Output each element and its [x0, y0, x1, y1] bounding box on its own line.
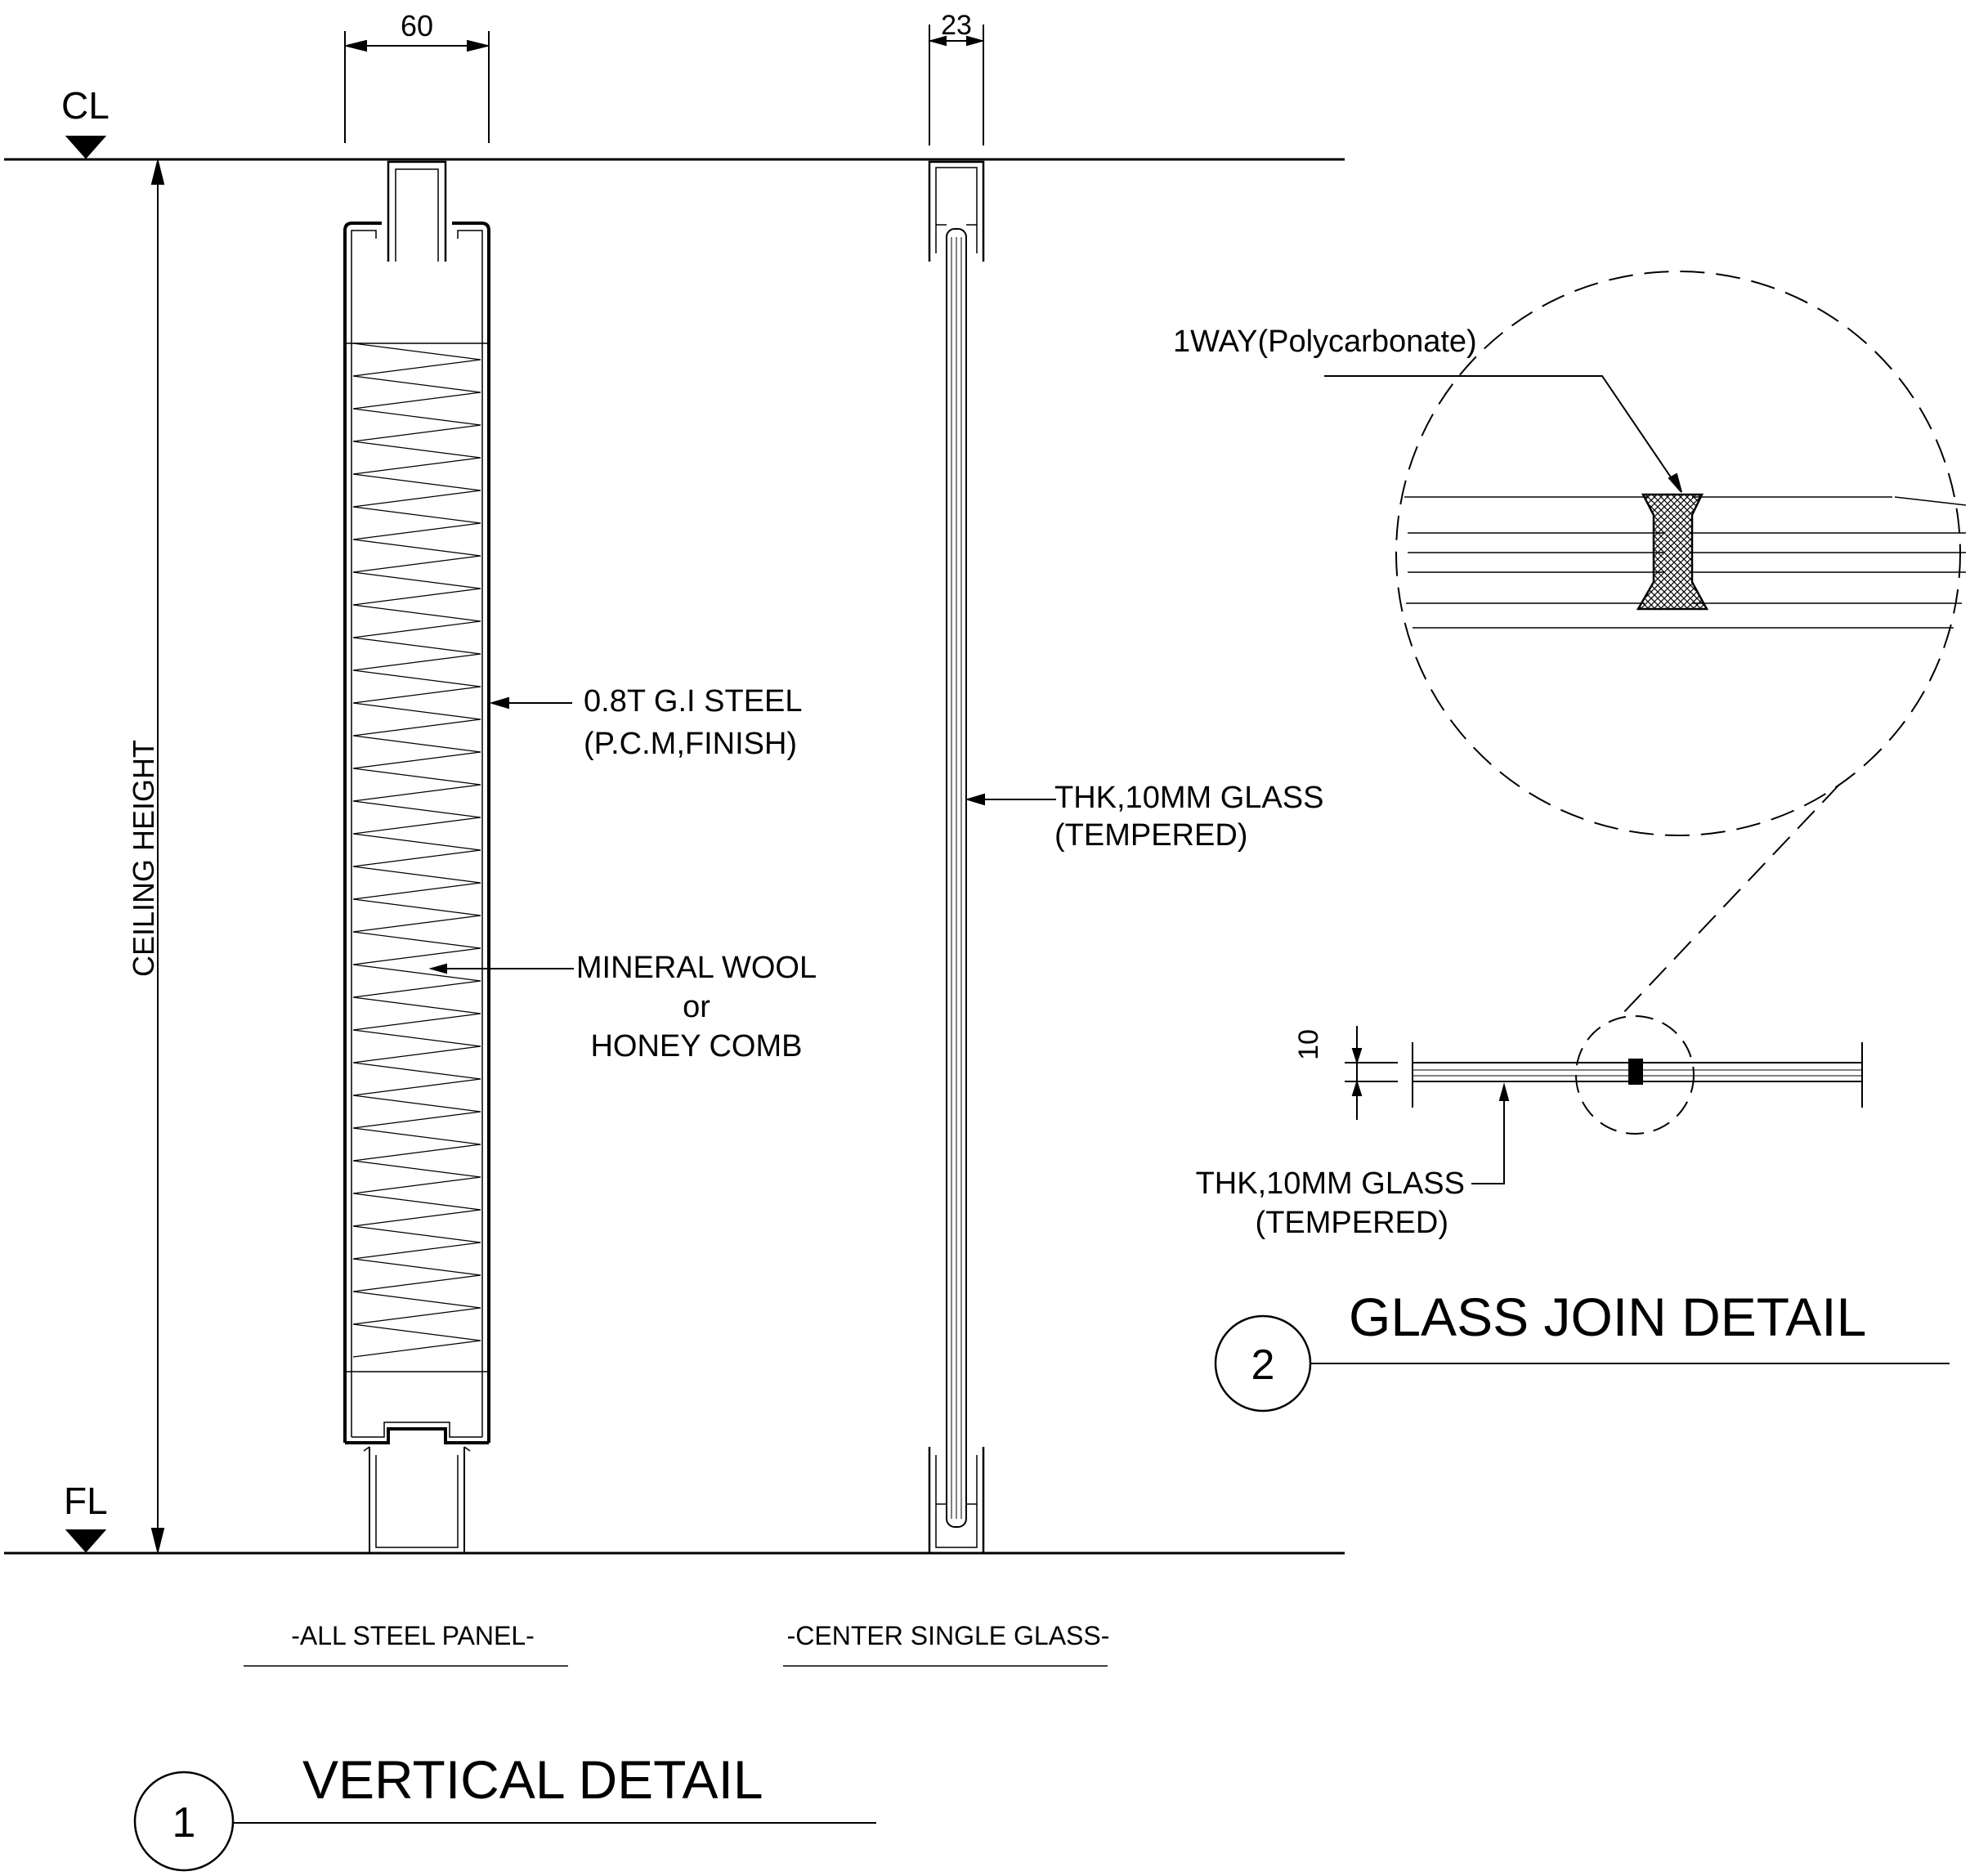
detail-1-title: VERTICAL DETAIL — [302, 1749, 763, 1810]
detail-1-number: 1 — [172, 1799, 196, 1847]
polycarbonate-joint — [1636, 493, 1709, 611]
panel-width-dimension — [344, 31, 490, 143]
small-glass-note-line-1: THK,10MM GLASS — [1196, 1166, 1465, 1201]
panel-width-value: 60 — [401, 9, 433, 43]
ceiling-level-marker-icon — [65, 136, 107, 159]
join-small-section — [1412, 1042, 1863, 1108]
wool-note-line-1: MINERAL WOOL — [576, 951, 817, 985]
steel-panel — [343, 160, 490, 1553]
joint-leader — [1324, 375, 1682, 493]
join-magnified-glass — [1404, 496, 1967, 629]
detail-1-bubble — [133, 1771, 235, 1872]
steel-note-line-1: 0.8T G.I STEEL — [584, 684, 803, 719]
center-glass-caption: -CENTER SINGLE GLASS- — [787, 1621, 1110, 1650]
glass-thickness-value: 10 — [1293, 1029, 1324, 1060]
wool-note-line-3: HONEY COMB — [590, 1029, 802, 1063]
floor-level-label: FL — [64, 1480, 108, 1522]
wool-note-line-2: or — [683, 990, 710, 1024]
steel-panel-caption: -ALL STEEL PANEL- — [291, 1621, 535, 1650]
glass-frame-width-value: 23 — [941, 10, 972, 41]
join-magnified-circle — [1395, 271, 1961, 836]
ceiling-level-label: CL — [61, 84, 110, 127]
small-glass-leader — [1471, 1082, 1510, 1184]
glass-note-line-2: (TEMPERED) — [1054, 818, 1247, 853]
join-callout-circle — [1575, 1015, 1695, 1135]
joint-label: 1WAY(Polycarbonate) — [1173, 325, 1477, 359]
ceiling-height-label: CEILING HEIGHT — [127, 740, 160, 977]
glass-thickness-dimension — [1345, 1026, 1398, 1120]
steel-leader — [489, 696, 572, 710]
glass-note-line-1: THK,10MM GLASS — [1054, 781, 1323, 815]
center-glass — [928, 160, 985, 1555]
glass-leader — [965, 793, 1056, 806]
detail-2-number: 2 — [1251, 1341, 1275, 1389]
detail-2-title: GLASS JOIN DETAIL — [1349, 1287, 1866, 1347]
detail-connector-line — [1622, 784, 1840, 1014]
wool-leader — [428, 963, 574, 974]
ceiling-height-dimension — [150, 159, 165, 1553]
steel-note-line-2: (P.C.M,FINISH) — [584, 727, 797, 761]
glass-frame-width-dimension — [928, 25, 985, 146]
small-glass-note-line-2: (TEMPERED) — [1256, 1206, 1448, 1240]
floor-level-marker-icon — [65, 1529, 107, 1553]
